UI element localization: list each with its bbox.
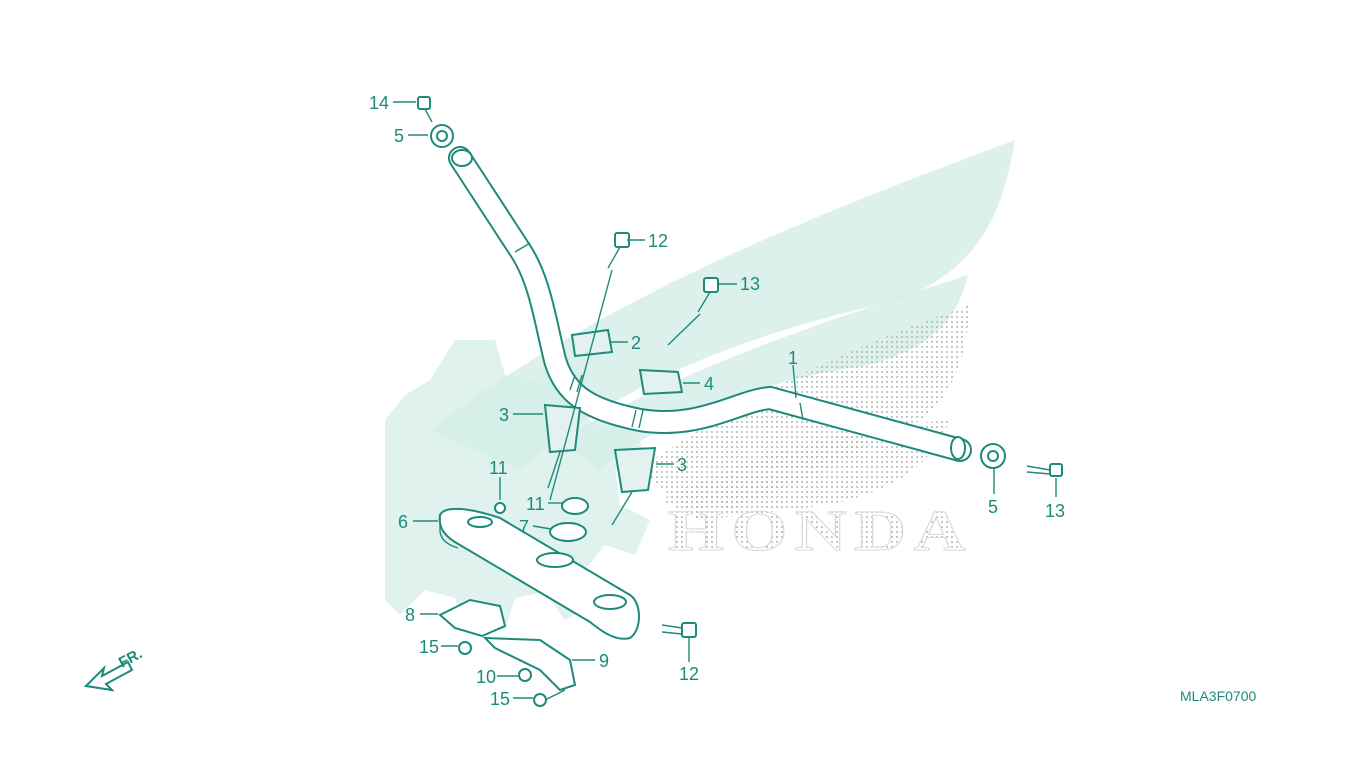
callout-3-left: 3 <box>499 405 509 425</box>
callout-7: 7 <box>519 517 529 537</box>
bolt-11-upper <box>494 502 506 514</box>
callout-11-upper: 11 <box>489 458 508 478</box>
bolt-12-right <box>667 277 719 346</box>
callout-9: 9 <box>599 651 609 671</box>
wing-dots-lower <box>660 420 950 520</box>
bracket-9 <box>482 636 577 701</box>
watermark-text: HONDA <box>668 498 973 563</box>
nut-14 <box>561 497 589 515</box>
callout-2: 2 <box>631 333 641 353</box>
callout-13-right: 13 <box>1045 501 1065 521</box>
nut-10 <box>518 668 532 682</box>
bar-end-right <box>980 443 1006 469</box>
callout-13-left: 14 <box>369 93 389 113</box>
arrow-icon <box>83 660 134 692</box>
screw-right <box>1026 463 1063 477</box>
callout-15-upper: 15 <box>419 637 439 657</box>
callout-12-right: 13 <box>740 274 760 294</box>
lower-holder-right <box>611 446 657 526</box>
callout-11-lower: 12 <box>679 664 699 684</box>
front-direction-arrow: FR. <box>83 645 145 692</box>
drawing-code: MLA3F0700 <box>1180 688 1256 704</box>
callout-5-left: 5 <box>394 126 404 146</box>
callout-12-left: 12 <box>648 231 668 251</box>
callout-labels: 14 5 12 13 2 1 4 3 3 11 11 7 6 8 9 15 10… <box>369 93 1065 709</box>
callout-15-lower: 15 <box>490 689 510 709</box>
leader-lines <box>393 101 1057 699</box>
bar-end-left <box>430 124 454 148</box>
nut-15-upper <box>458 641 472 655</box>
top-bridge <box>438 507 640 640</box>
upper-holder-4 <box>638 368 684 396</box>
screw-left <box>417 96 433 123</box>
bracket-8 <box>438 598 507 638</box>
callout-6: 6 <box>398 512 408 532</box>
callout-4: 4 <box>704 374 714 394</box>
callout-10: 10 <box>476 667 496 687</box>
callout-8: 8 <box>405 605 415 625</box>
nut-15-lower <box>533 693 547 707</box>
bolt-11-lower <box>661 622 697 638</box>
callout-5-right: 5 <box>988 497 998 517</box>
washer-7 <box>549 522 587 542</box>
callout-3-right: 3 <box>677 455 687 475</box>
gear-watermark <box>385 340 650 630</box>
handlebar <box>448 146 972 462</box>
callout-14: 11 <box>526 494 545 514</box>
lower-holder-left <box>543 403 582 489</box>
callout-1: 1 <box>788 348 798 368</box>
